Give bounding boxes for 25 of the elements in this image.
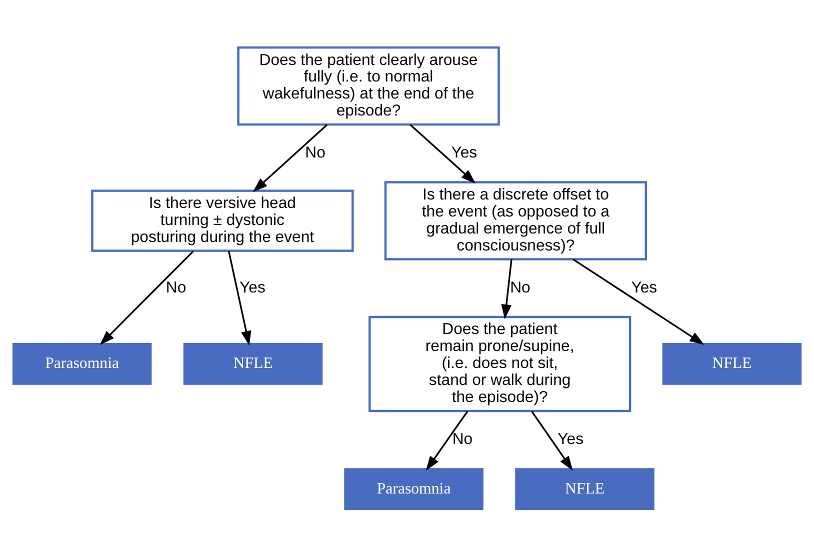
edge-label: No bbox=[510, 278, 530, 296]
arrow bbox=[252, 124, 328, 192]
arrow bbox=[572, 258, 704, 344]
edge-label: Yes bbox=[451, 144, 478, 162]
node-box: Parasomnia bbox=[12, 342, 152, 384]
node-box: Does the patient remain prone/supine, (i.e. does not sit, stand or walk during the episode)? bbox=[368, 315, 632, 412]
arrow bbox=[501, 258, 512, 319]
edge-label: No bbox=[305, 144, 326, 162]
node-box: Parasomnia bbox=[344, 468, 484, 510]
edge-label: Yes bbox=[240, 278, 266, 296]
node-box: NFLE bbox=[515, 468, 654, 510]
arrow bbox=[426, 410, 468, 470]
node-box: Is there versive head turning ± dystonic posturing during the event bbox=[91, 189, 354, 252]
node-box: Is there a discrete offset to the event (as opposed to a gradual emergence of full consciousness)? bbox=[384, 180, 648, 260]
node-box: NFLE bbox=[662, 342, 802, 384]
edge-label: No bbox=[166, 278, 186, 296]
arrow bbox=[531, 410, 573, 470]
edge-label: Yes bbox=[631, 278, 658, 296]
arrow bbox=[100, 250, 194, 345]
arrow bbox=[410, 124, 476, 184]
edge-label: Yes bbox=[558, 430, 584, 448]
node-box: Does the patient clearly arouse fully (i.e. to normal wakefulness) at the end of the episode? bbox=[237, 46, 500, 126]
arrow bbox=[228, 250, 252, 346]
node-box: NFLE bbox=[183, 342, 323, 384]
edge-label: No bbox=[452, 430, 473, 448]
